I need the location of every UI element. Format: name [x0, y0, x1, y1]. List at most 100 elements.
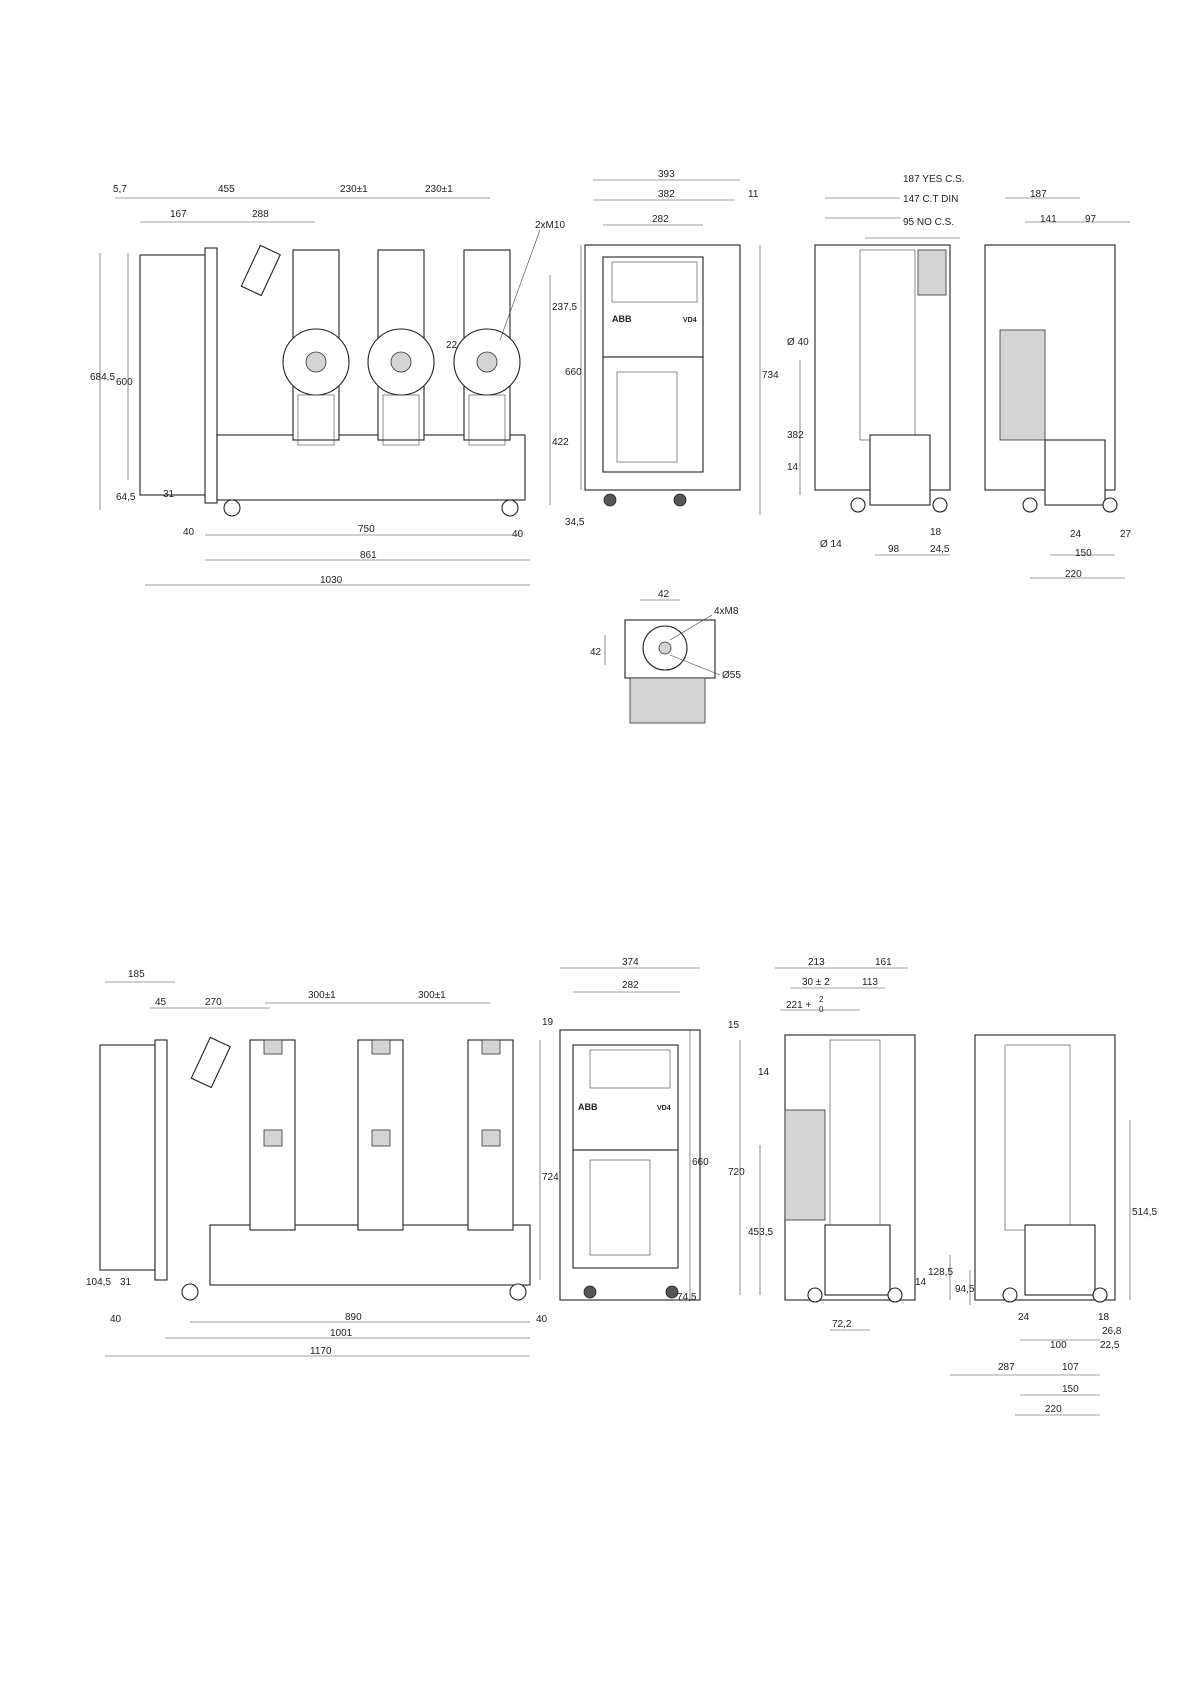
- dim-label: 213: [808, 957, 825, 968]
- dim-label: 97: [1085, 214, 1097, 225]
- dim-label: 230±1: [425, 184, 453, 195]
- dim-label: 31: [163, 489, 175, 500]
- dim-label: 94,5: [955, 1284, 975, 1295]
- bottom-side1-dimension-labels: 15 213 161 30 ± 2 113 221 + 2 0 14 720 4…: [728, 957, 927, 1330]
- model-label: VD4: [683, 317, 697, 324]
- dim-label: 287: [998, 1362, 1015, 1373]
- dim-label: 72,2: [832, 1319, 852, 1330]
- dim-label: 237,5: [552, 302, 577, 313]
- dim-label: 382: [787, 430, 804, 441]
- pole-2: [357, 1039, 404, 1231]
- model-label: VD4: [657, 1105, 671, 1112]
- detail-dimension-labels: 42 4xM8 42 Ø55: [590, 589, 741, 681]
- dim-label: 422: [552, 437, 569, 448]
- dim-label: 187 YES C.S.: [903, 174, 965, 185]
- top-panel-dimension-labels: 393 382 11 282 660 734 34,5: [565, 169, 779, 528]
- dim-label: 514,5: [1132, 1207, 1157, 1218]
- dim-label: 2xM10: [535, 220, 565, 231]
- dim-label: 300±1: [418, 990, 446, 1001]
- dim-label: 42: [590, 647, 602, 658]
- dim-label: 453,5: [748, 1227, 773, 1238]
- dim-label: 104,5: [86, 1277, 111, 1288]
- dim-label: Ø55: [722, 670, 741, 681]
- dim-label: 220: [1045, 1404, 1062, 1415]
- top-side-view-2: [984, 197, 1130, 579]
- pole-2: [367, 249, 435, 446]
- dim-label: 31: [120, 1277, 132, 1288]
- dim-label: 18: [930, 527, 942, 538]
- dim-label: 1030: [320, 575, 343, 586]
- dim-label: 300±1: [308, 990, 336, 1001]
- dim-label: 113: [862, 977, 878, 988]
- dim-label: 26,8: [1102, 1326, 1122, 1337]
- dim-label: 24: [1018, 1312, 1030, 1323]
- dim-label: 98: [888, 544, 900, 555]
- dim-label: 40: [110, 1314, 122, 1325]
- dim-label: 600: [116, 377, 133, 388]
- bottom-side2-dimension-labels: 128,5 94,5 514,5 24 18 26,8 100 22,5 287…: [928, 1207, 1157, 1415]
- dim-label: 2: [819, 995, 824, 1004]
- dim-label: 0: [819, 1005, 824, 1014]
- dim-label: 19: [542, 1017, 554, 1028]
- dim-label: 15: [728, 1020, 740, 1031]
- dim-label: 167: [170, 209, 187, 220]
- dim-label: 27: [1120, 529, 1132, 540]
- dim-label: 161: [875, 957, 892, 968]
- dim-label: 24,5: [930, 544, 950, 555]
- bottom-panel-view: ABB VD4: [559, 967, 701, 1301]
- dim-label: 4xM8: [714, 606, 739, 617]
- dim-label: Ø 40: [787, 337, 809, 348]
- dim-label: 230±1: [340, 184, 368, 195]
- dim-label: 14: [915, 1277, 927, 1288]
- top-front-dimension-labels: 5,7 455 230±1 230±1 167 288 2xM10 22 237…: [90, 184, 577, 586]
- dim-label: 660: [692, 1157, 709, 1168]
- dim-label: 18: [1098, 1312, 1110, 1323]
- dim-label: 150: [1075, 548, 1092, 559]
- dim-label: 861: [360, 550, 377, 561]
- bottom-front-view: [99, 981, 541, 1357]
- dim-label: 288: [252, 209, 269, 220]
- dim-label: 382: [658, 189, 675, 200]
- dim-label: 1170: [310, 1346, 332, 1357]
- dim-label: 30 ± 2: [802, 977, 830, 988]
- dim-label: 270: [205, 997, 222, 1008]
- dim-label: 221 +: [786, 1000, 811, 1011]
- dim-label: 22: [446, 340, 458, 351]
- dim-label: 734: [762, 370, 779, 381]
- dim-label: 14: [758, 1067, 770, 1078]
- dim-label: 890: [345, 1312, 362, 1323]
- dim-label: 147 C.T DIN: [903, 194, 958, 205]
- dim-label: 720: [728, 1167, 745, 1178]
- dim-label: 1001: [330, 1328, 353, 1339]
- dim-label: 64,5: [116, 492, 136, 503]
- pole-3: [453, 249, 521, 446]
- dim-label: 42: [658, 589, 670, 600]
- pole-1: [249, 1039, 296, 1231]
- dim-label: 282: [652, 214, 669, 225]
- top-panel-view: ABB VD4: [580, 179, 761, 515]
- bottom-side-view-2: [949, 1034, 1131, 1416]
- dim-label: 14: [787, 462, 799, 473]
- dim-label: 107: [1062, 1362, 1079, 1373]
- dim-label: 374: [622, 957, 639, 968]
- dim-label: 45: [155, 997, 167, 1008]
- dim-label: 34,5: [565, 517, 585, 528]
- dim-label: 187: [1030, 189, 1047, 200]
- dim-label: 455: [218, 184, 235, 195]
- dim-label: 100: [1050, 1340, 1067, 1351]
- pole-1: [282, 249, 350, 446]
- dim-label: 660: [565, 367, 582, 378]
- dim-label: 393: [658, 169, 675, 180]
- terminal-detail-view: [604, 599, 721, 724]
- dim-label: 684,5: [90, 372, 115, 383]
- dim-label: 74,5: [677, 1292, 697, 1303]
- dim-label: 5,7: [113, 184, 127, 195]
- dim-label: 11: [748, 189, 759, 200]
- dim-label: 95 NO C.S.: [903, 217, 954, 228]
- top-front-view: [99, 197, 551, 586]
- dim-label: 150: [1062, 1384, 1079, 1395]
- abb-logo: ABB: [578, 1102, 598, 1112]
- dim-label: 220: [1065, 569, 1082, 580]
- dim-label: 24: [1070, 529, 1082, 540]
